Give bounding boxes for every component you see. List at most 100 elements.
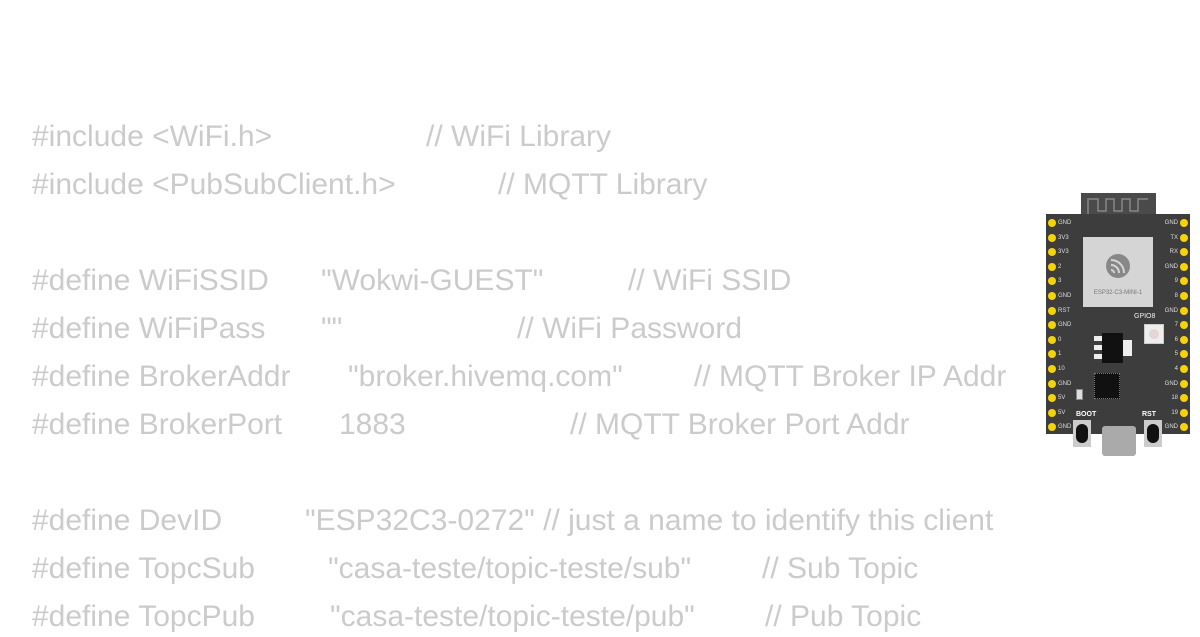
pin-3[interactable] [1048,277,1056,286]
pin-tx[interactable] [1180,233,1188,242]
pin-gnd[interactable] [1180,219,1188,227]
pin-8[interactable] [1180,292,1188,300]
pin-5v[interactable] [1048,408,1056,417]
pin-gnd[interactable] [1048,292,1056,300]
pin-1[interactable] [1048,350,1056,359]
pin-label: GND [1164,380,1178,387]
code-comment: // MQTT Broker IP Addr [694,360,1007,393]
pin-9[interactable] [1180,277,1188,286]
code-line-topcpub: #define TopcPub [32,600,255,633]
code-value: "Wokwi-GUEST" [321,264,544,297]
code-comment: // MQTT Library [498,168,708,201]
pin-label: GND [1058,322,1072,329]
pin-gnd[interactable] [1180,262,1188,271]
pin-label: GND [1058,293,1072,299]
pin-label: GND [1164,307,1178,314]
code-value: "" [321,312,343,345]
pin-label: 5 [1174,351,1178,358]
code-line-include-wifi: #include <WiFi.h> [32,120,273,153]
pin-3v3[interactable] [1048,248,1056,257]
pin-label: GND [1164,220,1178,226]
pin-label: 1 [1058,351,1062,358]
pin-6[interactable] [1180,335,1188,344]
pin-gnd[interactable] [1180,306,1188,315]
led-label: GPIO8 [1134,313,1156,320]
regulator-tab [1123,340,1132,356]
pin-18[interactable] [1180,394,1188,403]
pin-10[interactable] [1048,365,1056,373]
pin-19[interactable] [1180,408,1188,417]
pin-label: TX [1170,234,1178,241]
esp32-c3-board[interactable]: ESP32-C3-MINI-1 GPIO8 BOOT RST GND 3V3 3V3… [1046,193,1190,456]
pin-label: 0 [1058,336,1062,343]
pin-2[interactable] [1048,262,1056,271]
pin-label: 7 [1174,322,1178,329]
pin-label: 4 [1174,366,1178,372]
pin-label: 6 [1174,336,1178,343]
code-line-wifissid: #define WiFiSSID [32,264,269,297]
code-comment: // MQTT Broker Port Addr [570,408,910,441]
code-line-brokeraddr: #define BrokerAddr [32,360,291,393]
pcb: ESP32-C3-MINI-1 GPIO8 BOOT RST GND 3V3 3V3… [1046,214,1190,456]
boot-label: BOOT [1076,411,1097,418]
pin-5[interactable] [1180,350,1188,359]
code-value: "broker.hivemq.com" [348,360,623,393]
pin-rst[interactable] [1048,306,1056,315]
pin-gnd[interactable] [1048,321,1056,330]
code-value: "casa-teste/topic-teste/sub" [328,552,692,585]
pin-label: GND [1058,424,1072,431]
smd-component [1076,389,1083,400]
code-line: #include <PubSubClient.h> // MQTT Librar… [32,165,707,205]
pin-label: GND [1164,424,1178,431]
usb-port [1102,426,1136,456]
code-comment: // Pub Topic [765,600,922,633]
regulator-pin [1094,336,1102,341]
pin-gnd[interactable] [1048,219,1056,227]
pin-4[interactable] [1180,365,1188,373]
code-line: #define BrokerAddr "broker.hivemq.com" /… [32,357,1006,397]
pin-label: 3 [1058,278,1062,285]
code-value: "ESP32C3-0272" // just a name to identif… [305,504,994,537]
module-label: ESP32-C3-MINI-1 [1093,290,1143,296]
pin-label: 9 [1174,278,1178,285]
code-comment: // WiFi SSID [628,264,792,297]
code-comment: // WiFi Password [517,312,743,345]
espressif-logo-icon [1106,254,1130,278]
rgb-led [1144,324,1164,344]
pin-label: 10 [1058,366,1065,372]
reset-button[interactable] [1144,420,1162,447]
code-line: #include <WiFi.h> // WiFi Library [32,117,611,157]
code-line: #define DevID "ESP32C3-0272" // just a n… [32,501,993,541]
pin-label: 3V3 [1058,249,1069,256]
pin-3v3[interactable] [1048,233,1056,242]
code-line-topcsub: #define TopcSub [32,552,255,585]
pin-label: 5V [1058,395,1066,402]
pin-label: 2 [1058,263,1062,270]
code-line-devid: #define DevID [32,504,223,537]
regulator-pin [1094,345,1102,350]
pin-0[interactable] [1048,335,1056,344]
code-value: "casa-teste/topic-teste/pub" [330,600,695,633]
code-line-brokerport: #define BrokerPort [32,408,283,441]
code-line: #define WiFiSSID "Wokwi-GUEST" // WiFi S… [32,261,791,301]
pin-label: RST [1058,307,1070,314]
code-line: #define BrokerPort 1883 // MQTT Broker P… [32,405,910,445]
pin-label: RX [1169,249,1178,256]
boot-button[interactable] [1073,420,1091,447]
code-value: 1883 [339,408,406,441]
pin-label: 3V3 [1058,234,1069,241]
pin-label: GND [1058,220,1072,226]
pin-gnd[interactable] [1180,423,1188,432]
esp32-module: ESP32-C3-MINI-1 [1083,237,1153,307]
usb-chip [1094,373,1120,399]
pin-label: 19 [1171,409,1178,416]
pin-label: GND [1164,263,1178,270]
code-comment: // WiFi Library [426,120,612,153]
pin-5v[interactable] [1048,394,1056,403]
pin-gnd[interactable] [1048,423,1056,432]
pin-label: 8 [1174,293,1178,299]
pin-gnd[interactable] [1180,379,1188,388]
pin-7[interactable] [1180,321,1188,330]
pin-gnd[interactable] [1048,379,1056,388]
pin-rx[interactable] [1180,248,1188,257]
